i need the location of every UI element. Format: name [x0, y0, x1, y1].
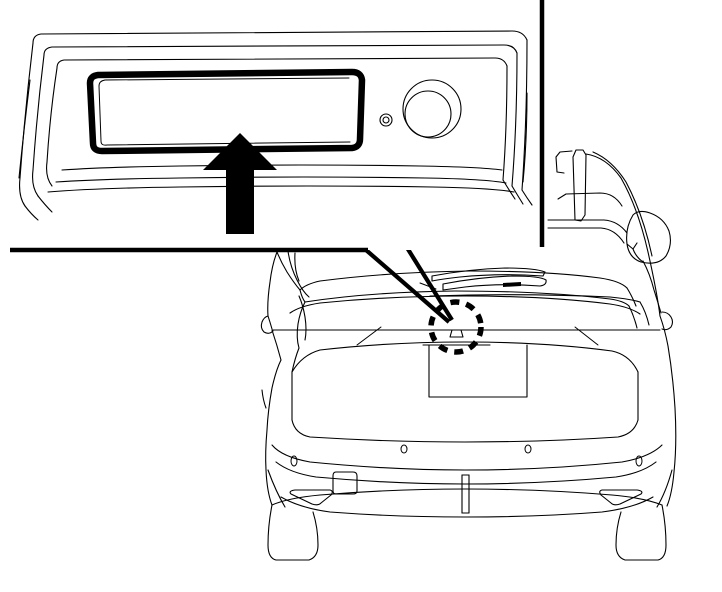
- grommet-screw: [379, 113, 393, 127]
- bumper-sensor-holes: [290, 444, 643, 467]
- reflector-left: [332, 471, 358, 495]
- magnified-detail-panel: [0, 0, 545, 253]
- dashed-location-circle: [428, 299, 484, 355]
- tailgate-handle: [422, 329, 491, 346]
- taillight-left: [260, 251, 307, 431]
- rear-wiper: [419, 267, 641, 303]
- rear-window: [299, 270, 630, 307]
- tailgate-handle-recess: [86, 68, 366, 155]
- roof-antenna: [572, 149, 587, 222]
- tire-left: [267, 504, 319, 561]
- rear-bumper: [267, 444, 673, 518]
- roof-outline-left: [276, 250, 310, 298]
- roof-outline: [547, 150, 661, 317]
- reflector-strips: [289, 489, 643, 506]
- tailgate: [261, 295, 661, 443]
- vehicle-rear-view: [260, 149, 677, 561]
- tailgate-body-outline: [265, 345, 677, 507]
- taillight-right: [626, 287, 650, 329]
- tire-right: [615, 504, 667, 561]
- callout-arrow: [203, 133, 277, 234]
- tow-hitch-slot: [461, 474, 470, 514]
- garnish-contours: [18, 30, 533, 221]
- body-side-right: [642, 260, 674, 347]
- license-plate-recess: [428, 344, 528, 398]
- panel-mask: [0, 0, 542, 250]
- license-lamp-knob: [402, 79, 462, 139]
- side-mirror: [626, 210, 672, 264]
- panel-frame: [10, 0, 545, 253]
